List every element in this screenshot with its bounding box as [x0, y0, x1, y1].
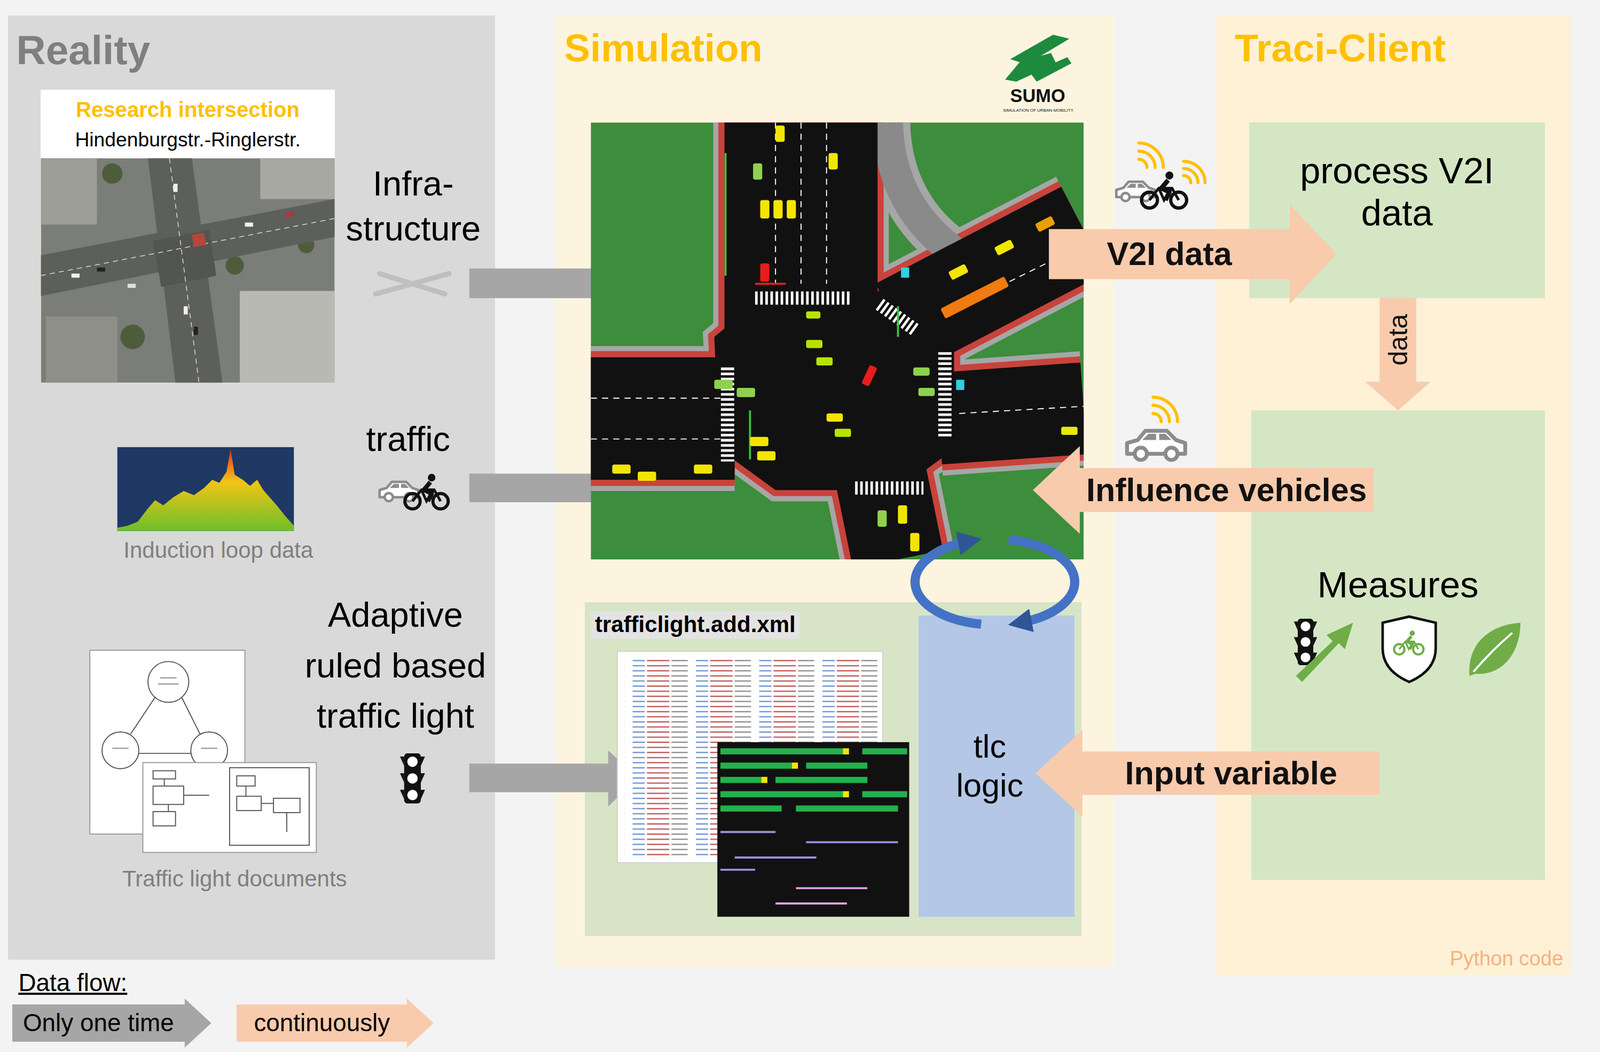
bike-icon: [1141, 171, 1187, 208]
node-title: Measures: [1317, 562, 1479, 608]
text-slot: Infra- structure: [328, 154, 498, 257]
arrow-text: Influence vehicles: [1086, 472, 1368, 508]
text-slot: trafficlight.add.xml: [590, 608, 832, 641]
vehicles: [612, 125, 1078, 552]
arrow-text: Input variable: [1125, 755, 1338, 791]
text-slot: traffic: [341, 414, 475, 464]
text-slot: Simulation: [564, 21, 891, 75]
node-title: process V2I data: [1274, 149, 1520, 234]
node-title: trafficlight.add.xml: [590, 610, 800, 638]
node-text: Hindenburgstr.-Ringlerstr.: [74, 127, 301, 152]
free-label: SIMULATION OF URBAN MOBILITY: [1002, 107, 1074, 114]
block-arrow-connector: [1365, 297, 1431, 411]
free-label: traffic: [365, 418, 451, 460]
arrow-text: V2I data: [1106, 236, 1232, 272]
leaf-vein: [1473, 632, 1513, 672]
car-icon: [1126, 430, 1186, 460]
arrow-shape: [1048, 204, 1337, 304]
road-icon: [375, 273, 450, 294]
node-title: tlc logic: [956, 726, 1024, 806]
text-slot: Python code: [1359, 943, 1564, 973]
text-slot: Adaptive ruled based traffic light: [285, 583, 506, 748]
legend-text: Only one time: [22, 1007, 175, 1038]
text-slot: Measures: [1251, 558, 1545, 611]
intersection-map: [590, 122, 1084, 560]
text-slot: Traci-Client: [1234, 21, 1562, 75]
text-slot: Research intersection: [40, 93, 335, 127]
arrow-shape: [1035, 729, 1380, 817]
leaf-icon: [1469, 622, 1521, 676]
text-slot: Input variable: [1088, 751, 1374, 795]
traffic-light-icon: [1293, 618, 1318, 665]
node-title: Traci-Client: [1234, 24, 1446, 72]
aerial-photo: [40, 158, 335, 383]
text-slot: continuously: [242, 1004, 402, 1042]
legend-item: continuously: [236, 998, 434, 1048]
arrow-shape: [1032, 445, 1374, 534]
legend-text: continuously: [253, 1007, 390, 1038]
legend-item: Only one time: [12, 998, 212, 1048]
induction-chart: [117, 446, 295, 531]
legend-swatch: [12, 998, 212, 1048]
input-arrow: Input variable: [1035, 729, 1380, 817]
influence-arrow: Influence vehicles: [1032, 445, 1374, 534]
text-slot: Influence vehicles: [1085, 467, 1368, 512]
text-slot: Traffic light documents: [81, 861, 388, 897]
node-title: Induction loop data: [123, 536, 313, 564]
text-slot: Hindenburgstr.-Ringlerstr.: [40, 123, 335, 156]
signal-plan-screenshot: [717, 741, 909, 917]
text-slot: tlc logic: [918, 615, 1062, 917]
node-title: Simulation: [564, 24, 763, 72]
text-slot: Reality: [16, 21, 323, 79]
free-label: Data flow:: [18, 967, 128, 998]
shield-icon: [1382, 616, 1436, 682]
text-slot: SUMO: [991, 84, 1084, 108]
control-loop-arrows: [914, 539, 1075, 624]
legend-swatch: [236, 998, 434, 1048]
upgrade-arrow: [1296, 622, 1354, 682]
edge-label: data: [1383, 314, 1413, 366]
text-slot: Induction loop data: [102, 534, 335, 566]
node-title: Research intersection: [75, 97, 300, 123]
wireless-icon: [1138, 143, 1205, 184]
document-sketch: [89, 649, 317, 852]
bike-icon: [404, 473, 449, 509]
text-slot: SIMULATION OF URBAN MOBILITY: [979, 106, 1097, 116]
text-slot: Only one time: [18, 1004, 179, 1042]
car-icon: [379, 481, 419, 501]
free-label: SUMO: [1010, 84, 1066, 107]
node-title: Traffic light documents: [122, 865, 347, 892]
node-title: Reality: [16, 25, 151, 75]
wireless-icon: [1153, 396, 1178, 422]
free-label: Adaptive ruled based traffic light: [291, 589, 501, 741]
v2i-arrow: V2I data: [1048, 204, 1337, 304]
text-slot: Data flow:: [18, 967, 172, 998]
traffic-light-icon: [400, 753, 426, 804]
bike-icon: [1393, 630, 1424, 655]
sumo-logo: [1005, 34, 1072, 82]
node-text: Python code: [1449, 945, 1564, 971]
edge-label-slot: data: [1376, 259, 1420, 420]
free-label: Infra- structure: [336, 161, 491, 252]
